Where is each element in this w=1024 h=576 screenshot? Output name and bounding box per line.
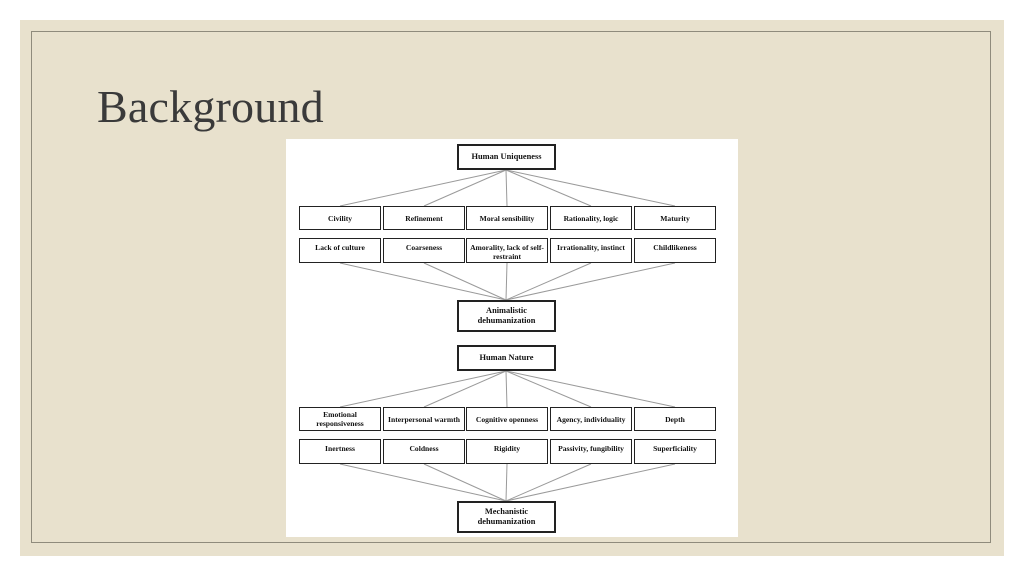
trait-node: Maturity (634, 206, 716, 230)
trait-node: Refinement (383, 206, 465, 230)
trait-node: Rationality, logic (550, 206, 632, 230)
trait-node: Interpersonal warmth (383, 407, 465, 431)
opposite-node: Coldness (383, 439, 465, 464)
opposite-node: Superficiality (634, 439, 716, 464)
mechanistic-dehumanization-node: Mechanistic dehumanization (457, 501, 556, 533)
opposite-node: Rigidity (466, 439, 548, 464)
trait-node: Moral sensibility (466, 206, 548, 230)
trait-node: Civility (299, 206, 381, 230)
slide-frame (31, 31, 991, 543)
slide: Background (20, 20, 1004, 556)
opposite-node: Amorality, lack of self-restraint (466, 238, 548, 263)
connector-lines (339, 169, 676, 502)
dehumanization-diagram: Human Uniqueness Civility Refinement Mor… (286, 139, 738, 537)
trait-node: Cognitive openness (466, 407, 548, 431)
opposite-node: Passivity, fungibility (550, 439, 632, 464)
opposite-node: Lack of culture (299, 238, 381, 263)
opposite-node: Inertness (299, 439, 381, 464)
opposite-node: Irrationality, instinct (550, 238, 632, 263)
human-nature-node: Human Nature (457, 345, 556, 371)
slide-title: Background (97, 81, 324, 132)
trait-node: Emotional responsiveness (299, 407, 381, 431)
trait-node: Depth (634, 407, 716, 431)
trait-node: Agency, individuality (550, 407, 632, 431)
animalistic-dehumanization-node: Animalistic dehumanization (457, 300, 556, 332)
opposite-node: Childlikeness (634, 238, 716, 263)
opposite-node: Coarseness (383, 238, 465, 263)
human-uniqueness-node: Human Uniqueness (457, 144, 556, 170)
